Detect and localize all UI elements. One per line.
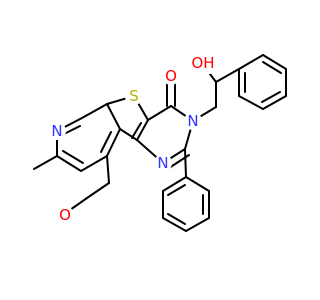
- bond: [238, 95, 264, 110]
- atom-nitrogen-amide: N: [187, 112, 198, 130]
- bond: [100, 131, 112, 153]
- bond: [33, 155, 58, 170]
- bond: [162, 176, 187, 192]
- bond: [136, 119, 149, 141]
- bond: [185, 176, 210, 192]
- bond: [81, 103, 108, 119]
- bond: [162, 217, 187, 232]
- atom-hydroxyl: OH: [191, 54, 214, 72]
- bond: [106, 128, 121, 157]
- bond: [167, 213, 186, 225]
- bond: [56, 155, 82, 172]
- bond: [106, 155, 110, 184]
- bond: [106, 103, 121, 130]
- bond: [238, 54, 264, 70]
- molecule-figure: S O OH O N N N: [33, 54, 287, 232]
- bond: [147, 105, 172, 121]
- bond: [69, 197, 88, 211]
- bond: [215, 68, 240, 83]
- bond: [167, 184, 186, 196]
- bond: [119, 128, 138, 141]
- bond: [63, 125, 81, 135]
- bond: [261, 91, 281, 103]
- atom-oxygen-methoxy: O: [59, 206, 71, 224]
- bond: [62, 150, 84, 164]
- atom-nitrogen-pyridine: N: [51, 122, 62, 140]
- bond: [86, 182, 110, 199]
- bond: [131, 122, 142, 139]
- atom-nitrogen-imine: N: [157, 154, 168, 172]
- atom-sulfur: S: [129, 87, 139, 105]
- bond: [262, 54, 287, 70]
- atom-label-group: S O OH O N N N: [48, 54, 217, 224]
- atom-oxygen-carbonyl: O: [165, 67, 177, 85]
- bond: [80, 155, 108, 172]
- bond: [184, 148, 187, 178]
- bond: [185, 217, 210, 232]
- structure-canvas: S O OH O N N N: [33, 54, 287, 232]
- bond-group: [33, 54, 287, 232]
- bond: [262, 61, 282, 74]
- bond: [262, 95, 287, 110]
